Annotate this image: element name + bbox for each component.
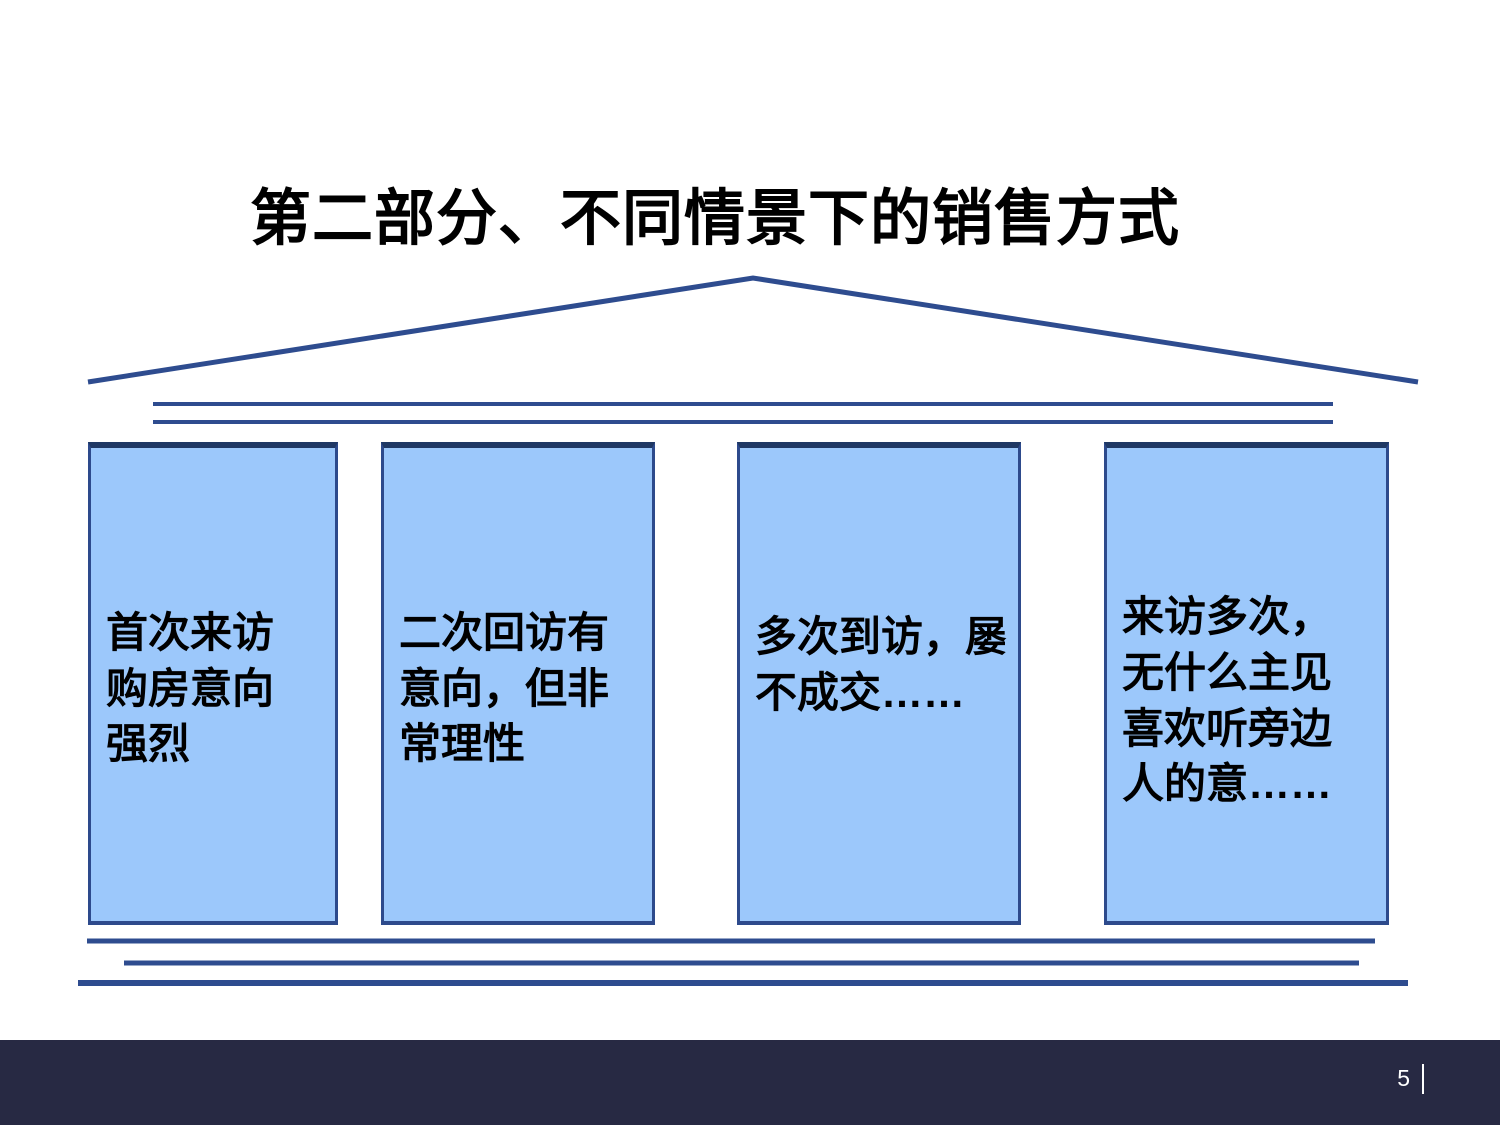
slide-title: 第二部分、不同情景下的销售方式 [249,184,1180,252]
pillar-second-visit-text: 二次回访有 意向，但非 常理性 [399,608,610,768]
footer-bar: 5 [0,1040,1500,1125]
pillar-first-visit: 首次来访 购房意向 强烈 [88,442,338,925]
page-divider-line [1422,1063,1424,1094]
pillar-second-visit: 二次回访有 意向，但非 常理性 [381,442,655,925]
pillar-many-visits-no-opinion: 来访多次， 无什么主见 喜欢听旁边 人的意…… [1104,442,1389,925]
pillar-many-visits-no-deal-text: 多次到访，屡 不成交…… [755,612,1008,716]
pillar-many-visits-no-deal: 多次到访，屡 不成交…… [737,442,1021,925]
roof-line [87,275,1419,385]
page-number: 5 [1397,1065,1410,1091]
pillar-first-visit-text: 首次来访 购房意向 强烈 [106,608,275,768]
pillar-many-visits-no-opinion-text: 来访多次， 无什么主见 喜欢听旁边 人的意…… [1122,592,1333,808]
